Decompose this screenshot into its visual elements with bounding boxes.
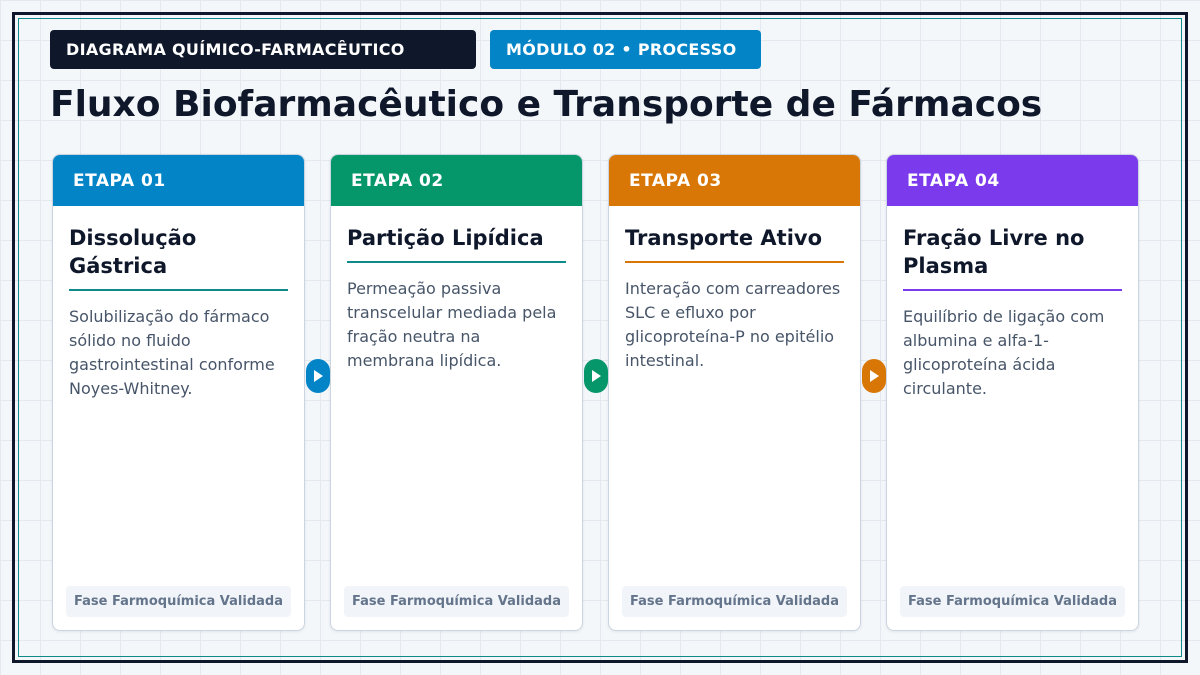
stage-footer-tag: Fase Farmoquímica Validada [344, 586, 569, 617]
flow-connector-1 [306, 359, 330, 393]
stage-title: Transporte Ativo [625, 224, 844, 263]
stage-label: ETAPA 04 [907, 170, 1000, 191]
arrow-right-icon [870, 370, 879, 382]
stage-label: ETAPA 03 [629, 170, 722, 191]
stage-footer-tag: Fase Farmoquímica Validada [66, 586, 291, 617]
stage-title: Partição Lipídica [347, 224, 566, 263]
category-badge: DIAGRAMA QUÍMICO-FARMACÊUTICO [50, 30, 476, 69]
stage-description: Equilíbrio de ligação com albumina e alf… [903, 307, 1105, 398]
stage-header: ETAPA 01 [53, 155, 304, 206]
flow-connector-3 [862, 359, 886, 393]
page-title: Fluxo Biofarmacêutico e Transporte de Fá… [50, 84, 1043, 125]
arrow-right-icon [314, 370, 323, 382]
stage-description: Interação com carreadores SLC e efluxo p… [625, 279, 841, 370]
stage-header: ETAPA 02 [331, 155, 582, 206]
stage-card-4: ETAPA 04 Fração Livre no Plasma Equilíbr… [886, 154, 1139, 631]
arrow-right-icon [592, 370, 601, 382]
module-badge: MÓDULO 02 • PROCESSO [490, 30, 761, 69]
stage-title: Dissolução Gástrica [69, 224, 288, 291]
stage-footer-tag: Fase Farmoquímica Validada [900, 586, 1125, 617]
stage-title: Fração Livre no Plasma [903, 224, 1122, 291]
stage-description: Solubilização do fármaco sólido no fluid… [69, 307, 275, 398]
stage-header: ETAPA 03 [609, 155, 860, 206]
stage-footer-tag: Fase Farmoquímica Validada [622, 586, 847, 617]
flow-connector-2 [584, 359, 608, 393]
stage-header: ETAPA 04 [887, 155, 1138, 206]
stage-card-2: ETAPA 02 Partição Lipídica Permeação pas… [330, 154, 583, 631]
stage-description: Permeação passiva transcelular mediada p… [347, 279, 557, 370]
stage-label: ETAPA 01 [73, 170, 166, 191]
stage-card-1: ETAPA 01 Dissolução Gástrica Solubilizaç… [52, 154, 305, 631]
stage-label: ETAPA 02 [351, 170, 444, 191]
stage-card-3: ETAPA 03 Transporte Ativo Interação com … [608, 154, 861, 631]
